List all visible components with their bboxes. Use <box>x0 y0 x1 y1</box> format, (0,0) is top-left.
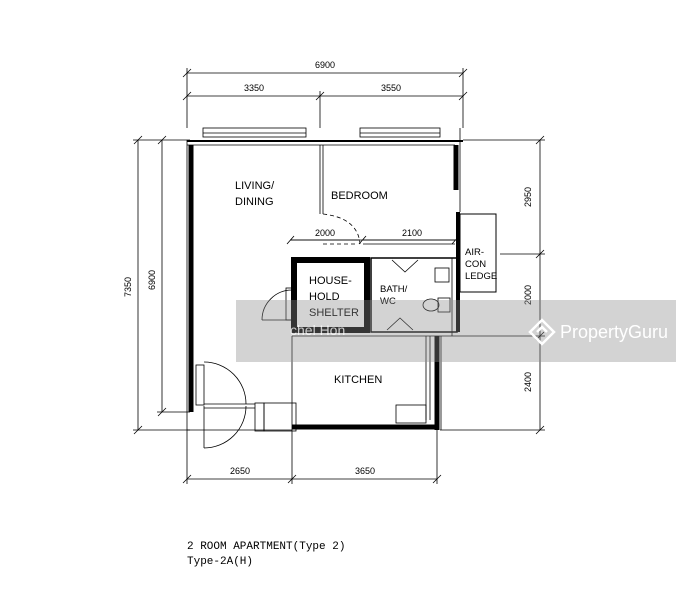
watermark-agent-text: chel Hon <box>290 322 346 338</box>
dim-bottom-left: 2650 <box>230 466 250 476</box>
room-labels: LIVING/ DINING BEDROOM HOUSE- HOLD SHELT… <box>235 180 497 386</box>
label-living-1: LIVING/ <box>235 180 275 192</box>
main-door <box>195 361 297 449</box>
dim-right-bottom: 2400 <box>523 372 533 392</box>
label-bath-2: WC <box>380 296 396 307</box>
plan-type: Type-2A(H) <box>187 556 254 568</box>
label-shelter-1: HOUSE- <box>309 275 352 287</box>
dim-top-right: 3550 <box>381 83 401 93</box>
dim-inner-right: 2100 <box>402 228 422 238</box>
right-dimensions: 2950 2000 2400 <box>440 135 545 435</box>
label-shelter-3: SHELTER <box>309 307 359 319</box>
label-living-2: DINING <box>235 196 274 208</box>
label-bath-1: BATH/ <box>380 284 408 295</box>
propertyguru-logo-icon <box>528 318 556 346</box>
dim-top-total: 6900 <box>315 60 335 70</box>
inner-dimensions: 2000 2100 <box>286 228 460 245</box>
plan-title: 2 ROOM APARTMENT(Type 2) <box>187 541 346 553</box>
watermark-brand: PropertyGuru <box>560 322 669 342</box>
label-shelter-2: HOLD <box>309 291 340 303</box>
label-aircon-3: LEDGE <box>465 271 497 282</box>
bottom-dimensions: 2650 3650 <box>182 430 442 484</box>
dim-top-left: 3350 <box>244 83 264 93</box>
dim-right-top: 2950 <box>523 187 533 207</box>
dim-bottom-right: 3650 <box>355 466 375 476</box>
dim-right-mid: 2000 <box>523 285 533 305</box>
label-aircon-2: CON <box>465 259 486 270</box>
label-bedroom: BEDROOM <box>331 190 388 202</box>
label-kitchen: KITCHEN <box>334 374 382 386</box>
top-dimensions: 6900 3350 3550 <box>182 60 468 128</box>
dim-left-outer: 7350 <box>123 277 133 297</box>
interior-walls <box>261 145 497 430</box>
watermark-band <box>236 300 676 362</box>
dim-inner-left: 2000 <box>315 228 335 238</box>
dim-left-inner: 6900 <box>147 270 157 290</box>
label-aircon-1: AIR- <box>465 247 484 258</box>
outer-walls <box>186 127 463 431</box>
left-dimensions: 7350 6900 <box>123 135 190 435</box>
